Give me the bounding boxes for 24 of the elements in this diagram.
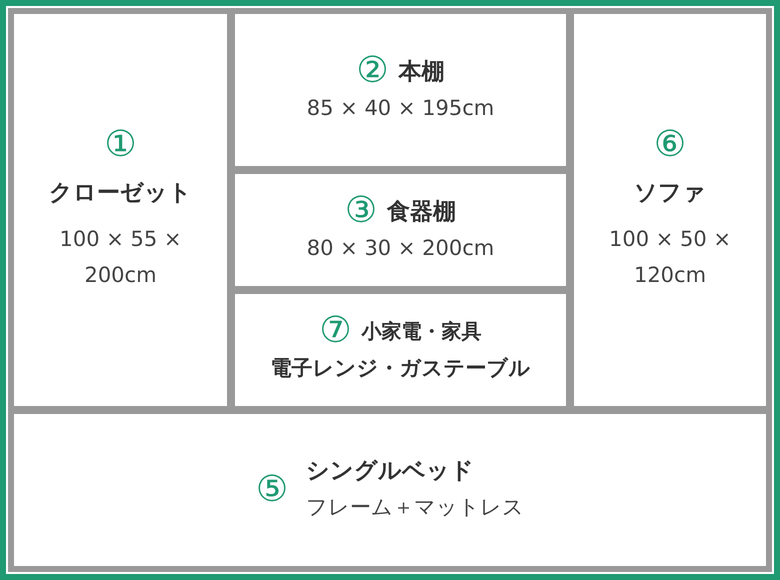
item-number: ③: [344, 193, 378, 230]
item-number: ②: [356, 53, 389, 90]
furniture-space: [14, 14, 227, 406]
item-details: フレーム＋マットレス: [306, 494, 524, 521]
furniture-space: [235, 14, 566, 166]
item-number: ①: [104, 126, 137, 163]
item-details: 85 × 40 × 195cm: [306, 95, 494, 122]
furniture-space: [14, 414, 766, 566]
item-number: ⑦: [319, 313, 352, 350]
item-details: 100 × 50 × 120cm: [608, 226, 732, 288]
item-name: 食器棚: [387, 198, 456, 227]
item-name: 小家電・家具: [362, 318, 482, 345]
item-number: ⑥: [654, 126, 686, 163]
furniture-space: [574, 14, 766, 406]
item-details: 100 × 55 × 200cm: [58, 226, 183, 288]
item-name: 本棚: [398, 58, 445, 87]
item-number: ⑤: [256, 472, 288, 508]
item-name: シングルベッド: [306, 456, 476, 486]
item-name: ソファ: [634, 178, 706, 208]
furniture-space: [235, 294, 566, 406]
item-details: 80 × 30 × 200cm: [306, 235, 494, 262]
furniture-space: [235, 174, 566, 286]
item-name: クローゼット: [49, 178, 192, 208]
item-details: 電子レンジ・ガステーブル: [270, 355, 530, 382]
